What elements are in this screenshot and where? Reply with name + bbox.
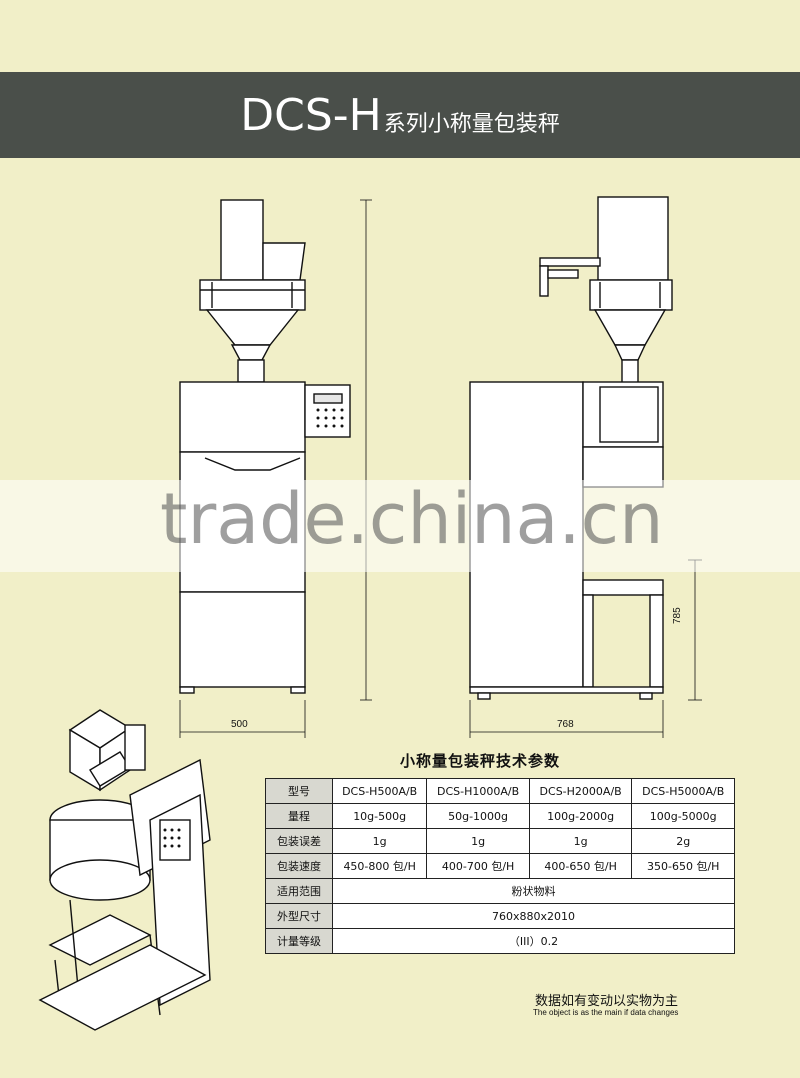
spec-table-title: 小称量包装秤技术参数 (400, 752, 561, 770)
footer-note-en: The object is as the main if data change… (533, 1008, 679, 1017)
table-cell: 包装速度 (265, 853, 333, 879)
table-row: 包装误差 1g 1g 1g 2g (265, 828, 735, 854)
table-cell: 10g-500g (331, 803, 428, 829)
table-cell: 400-650 包/H (528, 853, 633, 879)
table-cell: 型号 (265, 778, 333, 804)
footer-note-cn: 数据如有变动以实物为主 (535, 994, 679, 1009)
table-cell: 1g (528, 828, 633, 854)
table-cell: DCS-H1000A/B (426, 778, 530, 804)
table-row: 量程 10g-500g 50g-1000g 100g-2000g 100g-50… (265, 803, 735, 829)
table-cell: （III）0.2 (332, 928, 735, 954)
table-cell: 2g (631, 828, 735, 854)
table-cell: 计量等级 (265, 928, 333, 954)
isometric-drawing (38, 709, 211, 1031)
dimension-table-height: 785 (672, 607, 683, 624)
table-row: 适用范围 粉状物料 (265, 878, 735, 904)
table-cell: 760x880x2010 (332, 903, 735, 929)
table-cell: DCS-H500A/B (331, 778, 428, 804)
keypad-icon (163, 408, 344, 848)
table-cell: 适用范围 (265, 878, 333, 904)
table-cell: 50g-1000g (426, 803, 530, 829)
table-row: 计量等级 （III）0.2 (265, 928, 735, 954)
watermark-text: trade.china.cn (160, 478, 664, 560)
table-cell: 1g (426, 828, 530, 854)
front-view-drawing (179, 199, 351, 694)
title-model: DCS-H (240, 89, 382, 141)
side-view-drawing (469, 196, 673, 700)
table-cell: 包装误差 (265, 828, 333, 854)
table-cell: DCS-H5000A/B (631, 778, 735, 804)
dimension-front-width: 500 (231, 719, 248, 730)
table-row: 外型尺寸 760x880x2010 (265, 903, 735, 929)
page-title: DCS-H 系列小称量包装秤 (0, 72, 800, 158)
spec-table: 型号 DCS-H500A/B DCS-H1000A/B DCS-H2000A/B… (265, 778, 735, 954)
table-cell: 1g (331, 828, 428, 854)
table-row: 包装速度 450-800 包/H 400-700 包/H 400-650 包/H… (265, 853, 735, 879)
table-cell: 外型尺寸 (265, 903, 333, 929)
table-cell: 100g-2000g (528, 803, 633, 829)
table-cell: DCS-H2000A/B (528, 778, 633, 804)
table-cell: 400-700 包/H (426, 853, 530, 879)
table-cell: 量程 (265, 803, 333, 829)
title-product-name: 系列小称量包装秤 (383, 112, 560, 137)
dimension-lines (179, 199, 702, 738)
dimension-side-depth: 768 (557, 719, 574, 730)
table-cell: 粉状物料 (332, 878, 735, 904)
table-cell: 350-650 包/H (631, 853, 735, 879)
title-banner (0, 72, 800, 158)
table-cell: 100g-5000g (631, 803, 735, 829)
watermark-band (0, 480, 800, 572)
table-cell: 450-800 包/H (331, 853, 428, 879)
table-header-row: 型号 DCS-H500A/B DCS-H1000A/B DCS-H2000A/B… (265, 778, 735, 804)
